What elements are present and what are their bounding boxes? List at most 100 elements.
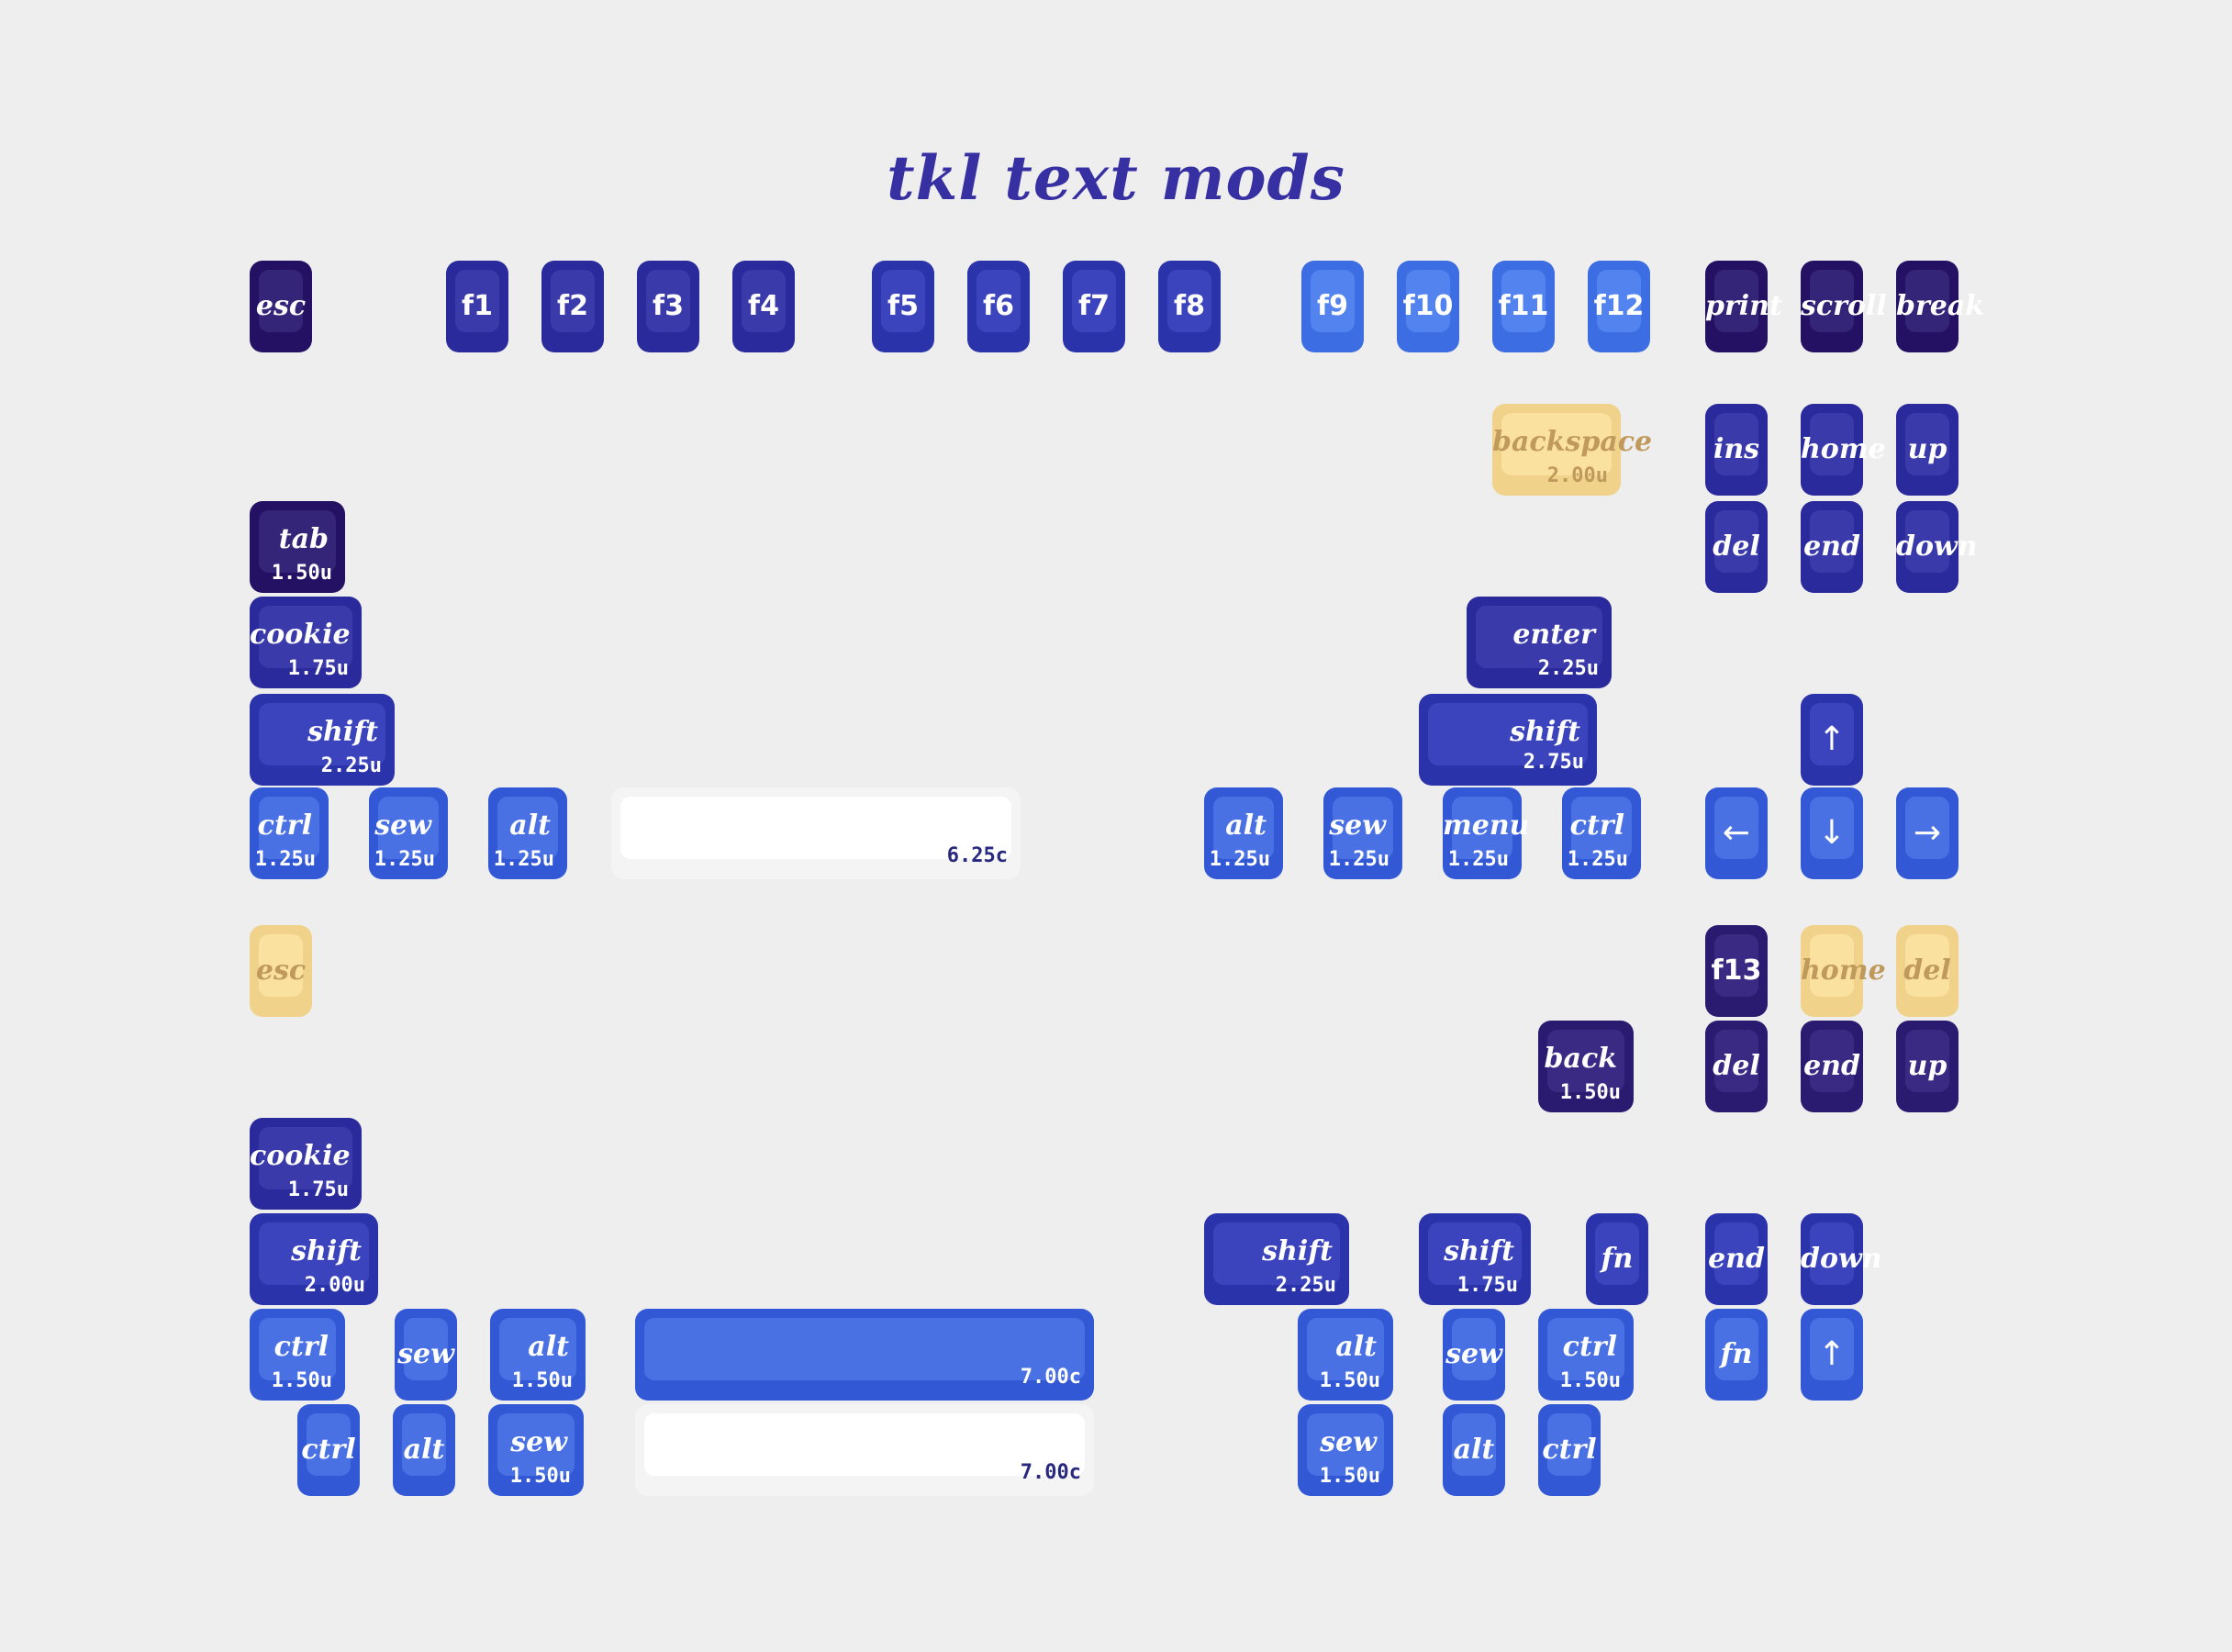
keycap-f10[interactable]: f10 <box>1397 261 1459 352</box>
keycap-surface <box>1452 1413 1496 1476</box>
keycap-f9[interactable]: f9 <box>1301 261 1364 352</box>
keycap-f4[interactable]: f4 <box>732 261 795 352</box>
keycap-surface <box>1333 797 1393 859</box>
keycap-surface <box>1905 934 1949 997</box>
keycap-surface <box>259 510 336 573</box>
keycap-f1[interactable]: f1 <box>446 261 508 352</box>
keycap-end-dark[interactable]: end <box>1801 1021 1863 1112</box>
keycap-sew-1u-a[interactable]: sew <box>395 1309 457 1401</box>
keycap-fn-row10[interactable]: fn <box>1586 1213 1648 1305</box>
keycap-surface <box>1501 270 1546 332</box>
keycap-space-700c-white[interactable]: 7.00c <box>635 1404 1094 1496</box>
keycap-arrow-up-a[interactable]: ↑ <box>1801 694 1863 786</box>
keycap-surface <box>259 606 352 668</box>
keycap-surface <box>1714 934 1758 997</box>
keycap-surface <box>644 1413 1085 1476</box>
keycap-f3[interactable]: f3 <box>637 261 699 352</box>
keycap-home-amber[interactable]: home <box>1801 925 1886 1017</box>
keycap-surface <box>1213 797 1274 859</box>
keycap-surface <box>1547 1318 1624 1380</box>
keycap-down-nav[interactable]: down <box>1896 501 1978 593</box>
keycap-surface <box>1714 413 1758 475</box>
keycap-surface <box>1714 1318 1758 1380</box>
keycap-down-row10[interactable]: down <box>1801 1213 1882 1305</box>
keycap-ctrl-1u-last[interactable]: ctrl <box>297 1404 360 1496</box>
keycap-sew-1u-b[interactable]: sew <box>1443 1309 1505 1401</box>
keycap-arrow-left[interactable]: ← <box>1705 787 1768 879</box>
keycap-surface <box>307 1413 351 1476</box>
keycap-surface <box>1311 270 1355 332</box>
keycap-arrow-up-b[interactable]: ↑ <box>1801 1309 1863 1401</box>
keycap-ins[interactable]: ins <box>1705 404 1768 496</box>
keycap-surface <box>259 1127 352 1189</box>
keycap-f6[interactable]: f6 <box>967 261 1030 352</box>
keycap-esc-fn-row[interactable]: esc <box>250 261 312 352</box>
keycap-up-nav[interactable]: up <box>1896 404 1959 496</box>
keycap-del-amber[interactable]: del <box>1896 925 1959 1017</box>
keycap-surface <box>259 934 303 997</box>
keycap-surface <box>1810 413 1854 475</box>
keycap-f7[interactable]: f7 <box>1063 261 1125 352</box>
keycap-surface <box>1213 1222 1340 1285</box>
keycap-fn-row11[interactable]: fn <box>1705 1309 1768 1401</box>
keycap-surface <box>259 270 303 332</box>
keycap-surface <box>259 1318 336 1380</box>
keycap-arrow-down[interactable]: ↓ <box>1801 787 1863 879</box>
keycap-ctrl-1u-r-last[interactable]: ctrl <box>1538 1404 1601 1496</box>
keycap-f12[interactable]: f12 <box>1588 261 1650 352</box>
keycap-alt-1u-r-last[interactable]: alt <box>1443 1404 1505 1496</box>
keycap-scroll[interactable]: scroll <box>1801 261 1887 352</box>
keycap-del-dark[interactable]: del <box>1705 1021 1768 1112</box>
keycap-space-625c[interactable]: 6.25c <box>611 787 1021 879</box>
keycap-break[interactable]: break <box>1896 261 1984 352</box>
keycap-surface <box>1406 270 1450 332</box>
keycap-f5[interactable]: f5 <box>872 261 934 352</box>
keycap-surface <box>1547 1413 1591 1476</box>
keycap-print[interactable]: print <box>1705 261 1782 352</box>
keycap-end-nav[interactable]: end <box>1801 501 1863 593</box>
keycap-surface <box>881 270 925 332</box>
keycap-end-row10[interactable]: end <box>1705 1213 1768 1305</box>
keycap-surface <box>499 1318 576 1380</box>
keycap-surface <box>1810 1318 1854 1380</box>
keycap-f11[interactable]: f11 <box>1492 261 1555 352</box>
keycap-del-nav[interactable]: del <box>1705 501 1768 593</box>
keycap-home-nav[interactable]: home <box>1801 404 1886 496</box>
keycap-surface <box>1905 270 1949 332</box>
keycap-f13[interactable]: f13 <box>1705 925 1768 1017</box>
keycap-alt-1u-last[interactable]: alt <box>393 1404 455 1496</box>
keycap-surface <box>1810 510 1854 573</box>
keycap-up-dark[interactable]: up <box>1896 1021 1959 1112</box>
keycap-surface <box>1714 270 1758 332</box>
keycap-f2[interactable]: f2 <box>541 261 604 352</box>
keycap-f8[interactable]: f8 <box>1158 261 1221 352</box>
keycap-surface <box>742 270 786 332</box>
keycap-arrow-right[interactable]: → <box>1896 787 1959 879</box>
keycap-space-700c-blue[interactable]: 7.00c <box>635 1309 1094 1401</box>
keycap-esc-amber[interactable]: esc <box>250 925 312 1017</box>
